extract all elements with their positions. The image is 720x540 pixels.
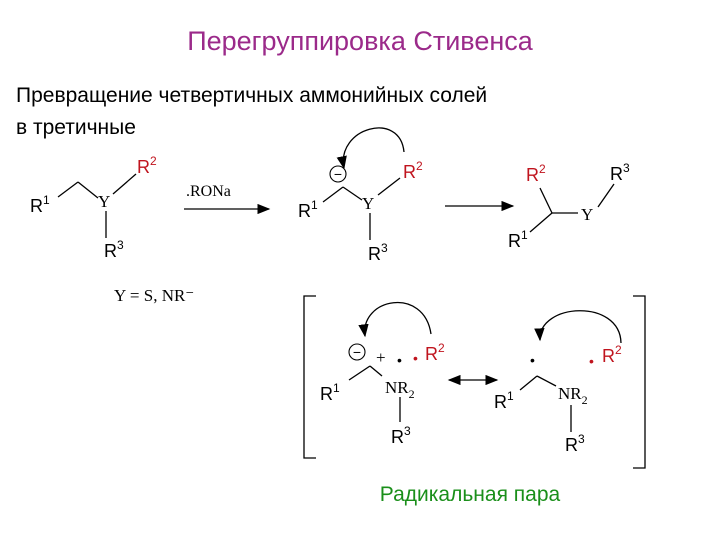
negative-charge-icon (329, 165, 347, 183)
radical-dot-icon: • (413, 350, 418, 366)
r2-label: R2 (425, 341, 445, 364)
r1-label: R1 (30, 193, 50, 216)
bond (597, 183, 615, 208)
curved-arrow-icon (358, 301, 432, 338)
slide-subtitle: Превращение четвертичных аммонийных соле… (16, 80, 696, 144)
bond (77, 181, 99, 199)
curved-arrow-icon (534, 310, 622, 344)
slide-title: Перегруппировка Стивенса (187, 26, 533, 56)
radical-dot-icon: • (589, 353, 594, 369)
negative-charge-icon (348, 343, 366, 361)
bond (519, 375, 538, 391)
radical-dot-icon: • (530, 352, 535, 368)
bond (348, 365, 371, 381)
r3-label: R3 (391, 424, 411, 447)
bond (57, 181, 79, 198)
curved-arrow-icon (336, 127, 405, 170)
r3-label: R3 (565, 432, 585, 455)
r1-label: R1 (494, 389, 514, 412)
starting-material: R1 Y R2 R3 (30, 154, 157, 261)
product: R2 R1 Y R3 (508, 161, 630, 251)
bond (369, 365, 383, 377)
r1-label: R1 (298, 198, 318, 221)
radical-pair-left: − + • • R2 R1 NR2 R3 (320, 301, 445, 447)
y-definition: Y = S, NR⁻ (114, 286, 194, 305)
svg-text:−: − (353, 344, 361, 360)
r3-label: R3 (368, 241, 388, 264)
r3-label: R3 (610, 161, 630, 184)
radical-dot-icon: • (397, 352, 402, 368)
reagent-label: .RONa (186, 183, 231, 200)
y-atom: Y (581, 205, 593, 224)
ylide-intermediate: − R1 Y R2 R3 (298, 127, 423, 264)
left-bracket (303, 295, 316, 459)
r1-label: R1 (320, 381, 340, 404)
r2-label: R2 (403, 159, 423, 182)
bond (112, 173, 137, 195)
positive-charge-icon: + (376, 348, 386, 367)
bond (536, 375, 557, 387)
radical-pair-caption: Радикальная пара (379, 483, 561, 506)
radical-pair-bracket (303, 295, 646, 469)
bond (539, 187, 553, 214)
r2-label: R2 (137, 154, 157, 177)
reaction-arrow-1: .RONa (184, 183, 271, 215)
bond (529, 212, 553, 233)
y-atom: Y (362, 194, 374, 213)
svg-text:−: − (334, 166, 342, 182)
r2-label: R2 (526, 162, 546, 185)
y-atom: Y (98, 192, 110, 211)
bond (322, 186, 344, 203)
radical-pair-right: • • R2 R1 NR2 R3 (494, 310, 622, 455)
r1-label: R1 (508, 228, 528, 251)
nr2-group: NR2 (385, 378, 415, 401)
r3-label: R3 (104, 238, 124, 261)
subtitle-line-1: Превращение четвертичных аммонийных соле… (16, 84, 488, 107)
bond (377, 177, 401, 196)
right-bracket (633, 295, 646, 469)
r2-label: R2 (602, 343, 622, 366)
nr2-group: NR2 (558, 384, 588, 407)
subtitle-line-2: в третичные (16, 116, 136, 139)
bond (342, 186, 363, 201)
